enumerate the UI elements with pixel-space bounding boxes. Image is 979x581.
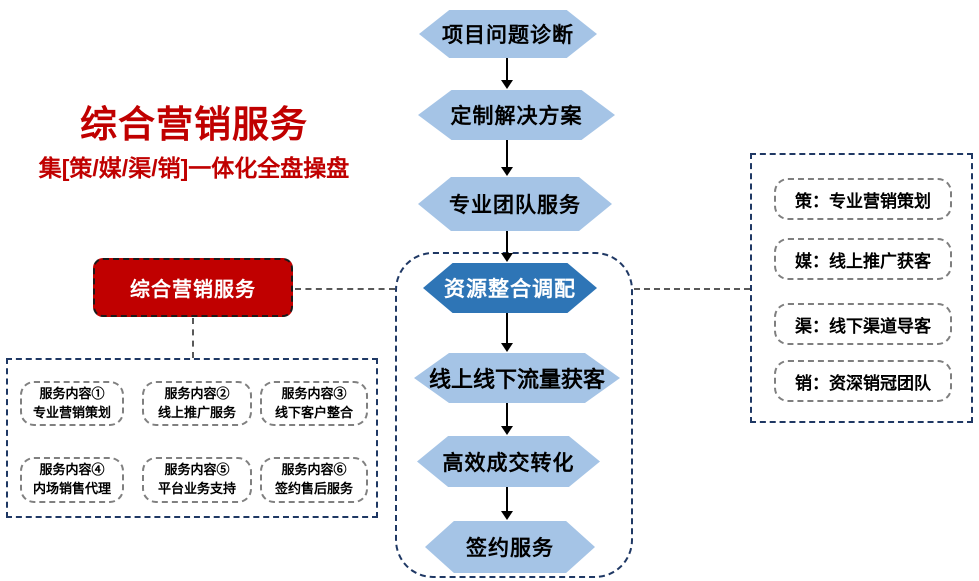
flow-step-traffic-acquisition: 线上线下流量获客 xyxy=(414,353,620,403)
service-item-1: 服务内容① 专业营销策划 xyxy=(20,381,124,426)
connector-redbox-to-flow xyxy=(295,288,395,290)
service-item-4: 服务内容④ 内场销售代理 xyxy=(20,457,124,503)
legend-item-label: 策：专业营销策划 xyxy=(795,191,931,211)
service-item-6: 服务内容⑥ 签约售后服务 xyxy=(260,457,368,503)
comprehensive-marketing-node: 综合营销服务 xyxy=(93,258,293,317)
flow-step-signing-service: 签约服务 xyxy=(425,521,595,573)
strategy-legend-group: 策：专业营销策划 媒：线上推广获客 渠：线下渠道导客 销：资深销冠团队 xyxy=(750,153,973,423)
flow-step-label: 线上线下流量获客 xyxy=(428,367,605,392)
service-item-desc: 线上推广服务 xyxy=(157,404,236,420)
down-arrow-icon xyxy=(500,403,514,435)
service-item-title: 服务内容④ xyxy=(39,462,105,478)
flow-step-label: 签约服务 xyxy=(466,537,554,560)
service-item-desc: 签约售后服务 xyxy=(274,481,353,496)
flow-step-custom-solution: 定制解决方案 xyxy=(418,90,615,140)
flow-step-label: 高效成交转化 xyxy=(442,451,575,475)
flow-step-professional-team: 专业团队服务 xyxy=(418,177,612,231)
legend-item-channel: 渠：线下渠道导客 xyxy=(774,303,952,345)
service-item-title: 服务内容⑤ xyxy=(164,462,230,478)
connector-flow-to-legend xyxy=(634,288,750,290)
legend-item-media: 媒：线上推广获客 xyxy=(774,238,952,280)
service-item-desc: 内场销售代理 xyxy=(32,481,111,496)
legend-item-planning: 策：专业营销策划 xyxy=(774,178,952,220)
service-item-title: 服务内容⑥ xyxy=(281,462,347,478)
legend-item-sales: 销：资深销冠团队 xyxy=(774,360,952,402)
legend-item-label: 渠：线下渠道导客 xyxy=(795,316,931,336)
page-subtitle: 集[策/媒/渠/销]一体化全盘操盘 xyxy=(38,155,350,181)
legend-item-label: 媒：线上推广获客 xyxy=(795,251,931,271)
comprehensive-marketing-label: 综合营销服务 xyxy=(130,279,256,301)
service-contents-group: 服务内容① 专业营销策划 服务内容② 线上推广服务 服务内容③ 线下客户整合 服… xyxy=(6,358,378,518)
flow-group-container xyxy=(395,252,633,578)
flow-step-deal-conversion: 高效成交转化 xyxy=(417,436,600,487)
down-arrow-icon xyxy=(500,231,514,262)
down-arrow-icon xyxy=(500,313,514,352)
flow-step-resource-integration: 资源整合调配 xyxy=(423,263,597,313)
service-item-5: 服务内容⑤ 平台业务支持 xyxy=(142,457,252,503)
legend-item-label: 销：资深销冠团队 xyxy=(795,373,931,393)
flow-step-label: 资源整合调配 xyxy=(444,278,576,301)
flow-step-label: 项目问题诊断 xyxy=(442,24,574,47)
down-arrow-icon xyxy=(500,487,514,520)
service-item-title: 服务内容① xyxy=(39,385,105,401)
flow-step-label: 专业团队服务 xyxy=(449,194,581,217)
flow-step-problem-diagnosis: 项目问题诊断 xyxy=(419,10,597,58)
service-item-desc: 线下客户整合 xyxy=(274,404,353,420)
service-item-desc: 专业营销策划 xyxy=(32,404,111,420)
service-item-2: 服务内容② 线上推广服务 xyxy=(142,381,252,426)
page-title: 综合营销服务 xyxy=(80,104,308,145)
service-item-3: 服务内容③ 线下客户整合 xyxy=(260,381,368,426)
service-item-title: 服务内容② xyxy=(164,385,230,401)
flow-step-label: 定制解决方案 xyxy=(450,105,583,128)
service-item-desc: 平台业务支持 xyxy=(157,481,236,496)
connector-redbox-to-services xyxy=(192,318,194,358)
down-arrow-icon xyxy=(500,140,514,176)
down-arrow-icon xyxy=(500,58,514,89)
service-item-title: 服务内容③ xyxy=(281,385,347,401)
